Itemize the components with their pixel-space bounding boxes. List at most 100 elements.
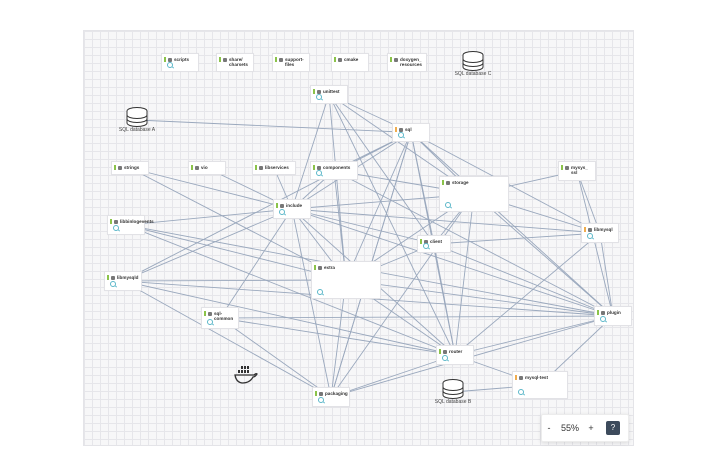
edge-extra-plugin: [345, 279, 614, 317]
edge-storage-router: [454, 193, 475, 356]
node-label: sql- common: [214, 311, 234, 322]
zoom-icon[interactable]: [587, 233, 593, 239]
database-icon: [442, 379, 464, 399]
node-label: client: [430, 239, 442, 244]
database-c[interactable]: SQL database C: [450, 51, 496, 77]
component-icon: [338, 57, 342, 62]
node-mysqltest[interactable]: mysql-test: [512, 371, 568, 399]
docker-logo-icon: [234, 364, 258, 391]
component-icon: [317, 165, 321, 170]
edge-include-client: [291, 208, 435, 245]
node-label: extra: [324, 265, 335, 270]
node-label: vio: [201, 165, 208, 170]
node-client[interactable]: client: [417, 235, 451, 253]
database-b[interactable]: SQL database B: [430, 379, 476, 405]
node-include[interactable]: include: [273, 199, 311, 219]
zoom-out-button[interactable]: -: [547, 423, 551, 433]
component-icon: [519, 375, 523, 380]
component-icon: [208, 311, 212, 316]
zoom-icon[interactable]: [600, 316, 606, 322]
edge-libbinlogevents-router: [125, 224, 456, 356]
node-libmysql[interactable]: libmysql: [581, 223, 619, 243]
node-label: libmysqld: [117, 275, 139, 280]
edge-sqlcommon-include: [219, 208, 293, 319]
edge-unittest-include: [291, 94, 330, 210]
database-label: SQL database C: [454, 71, 492, 77]
edge-storage-plugin: [473, 193, 614, 317]
edge-sql-extra: [345, 132, 412, 281]
zoom-icon[interactable]: [110, 281, 116, 287]
edge-libbinlogevents-extra: [125, 224, 347, 281]
component-icon: [601, 310, 605, 315]
node-scripts[interactable]: scripts: [161, 53, 199, 72]
node-support[interactable]: support- files: [272, 53, 310, 72]
node-label: unittest: [323, 89, 340, 94]
database-icon: [462, 51, 484, 71]
node-extra[interactable]: extra: [311, 261, 381, 299]
node-storage[interactable]: storage: [439, 176, 509, 212]
zoom-icon[interactable]: [279, 209, 285, 215]
zoom-in-button[interactable]: +: [588, 423, 594, 433]
component-icon: [446, 180, 450, 185]
node-share[interactable]: share/ charsets: [216, 53, 254, 72]
database-a[interactable]: SQL database A: [114, 107, 160, 133]
zoom-icon[interactable]: [423, 243, 429, 249]
node-label: scripts: [174, 57, 190, 62]
zoom-icon[interactable]: [317, 289, 323, 295]
node-label: mysql-test: [525, 375, 548, 380]
edge-strings-extra: [129, 167, 347, 281]
component-icon: [443, 349, 447, 354]
edge-strings-include: [129, 167, 293, 210]
node-label: cmake: [344, 57, 359, 62]
node-label: support- files: [285, 57, 304, 68]
node-libservices[interactable]: libservices: [252, 161, 296, 175]
zoom-icon[interactable]: [518, 389, 524, 395]
edge-plugin-router: [454, 315, 614, 356]
node-components[interactable]: components: [310, 161, 358, 180]
node-libbinlogevents[interactable]: libbinlogevents: [107, 215, 154, 235]
zoom-icon[interactable]: [398, 132, 404, 138]
component-icon: [318, 265, 322, 270]
node-router[interactable]: router: [436, 345, 474, 365]
edge-include-libmysql: [291, 208, 601, 234]
zoom-icon[interactable]: [316, 170, 322, 176]
component-icon: [279, 57, 283, 62]
zoom-icon[interactable]: [445, 202, 451, 208]
node-label: plugin: [607, 310, 621, 315]
component-icon: [280, 203, 284, 208]
zoom-icon[interactable]: [318, 397, 324, 403]
node-doxygen[interactable]: doxygen_ resources: [387, 53, 427, 72]
node-mysys[interactable]: mysys_ ssl: [558, 161, 596, 181]
help-button[interactable]: ?: [606, 421, 620, 435]
component-icon: [424, 239, 428, 244]
node-cmake[interactable]: cmake: [331, 53, 369, 72]
edge-sqlcommon-packaging: [219, 317, 332, 398]
node-vio[interactable]: vio: [188, 161, 226, 175]
edge-client-plugin: [433, 243, 614, 317]
zoom-icon[interactable]: [316, 94, 322, 100]
node-packaging[interactable]: packaging: [312, 387, 350, 407]
node-unittest[interactable]: unittest: [310, 85, 348, 104]
node-sql[interactable]: sql: [392, 123, 430, 142]
edge-unittest-router: [328, 94, 456, 356]
component-icon: [118, 165, 122, 170]
edge-libmysql-plugin: [599, 232, 614, 317]
zoom-icon[interactable]: [113, 225, 119, 231]
node-label: strings: [124, 165, 140, 170]
database-label: SQL database B: [434, 399, 472, 405]
diagram-canvas[interactable]: scripts share/ charsets support- files c…: [83, 30, 634, 446]
component-icon: [588, 227, 592, 232]
node-libmysqld[interactable]: libmysqld: [104, 271, 142, 291]
component-icon: [399, 127, 403, 132]
zoom-icon[interactable]: [207, 319, 213, 325]
zoom-icon[interactable]: [167, 62, 173, 68]
zoom-icon[interactable]: [442, 355, 448, 361]
node-plugin[interactable]: plugin: [594, 306, 632, 326]
edge-unittest-extra: [328, 94, 347, 281]
component-icon: [317, 89, 321, 94]
node-sqlcommon[interactable]: sql- common: [201, 307, 239, 329]
database-icon: [126, 107, 148, 127]
node-label: components: [323, 165, 351, 170]
node-strings[interactable]: strings: [111, 161, 149, 175]
component-icon: [565, 165, 569, 170]
